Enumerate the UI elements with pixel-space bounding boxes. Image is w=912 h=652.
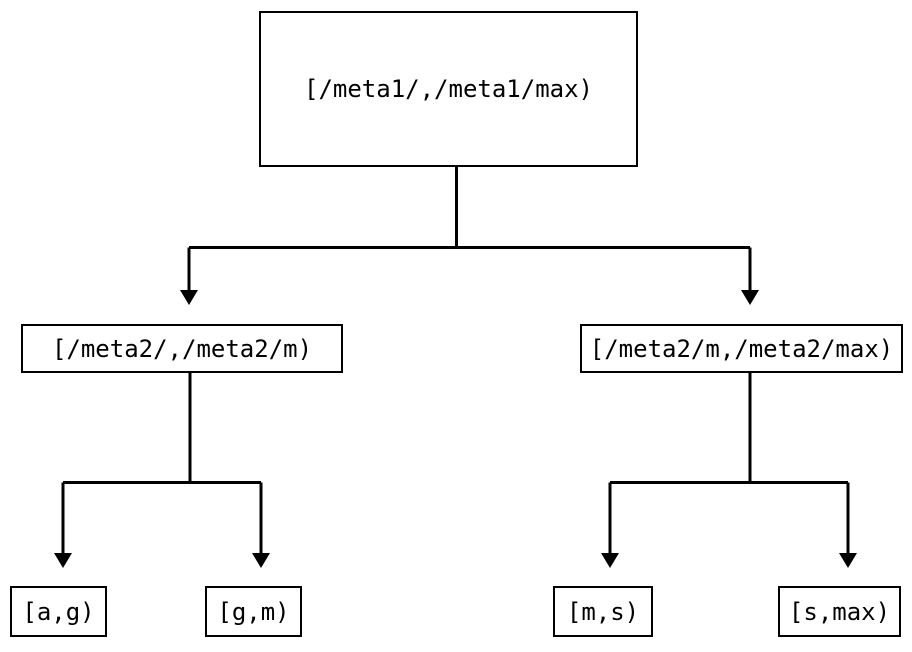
edge-root-to-mid-group	[180, 167, 759, 305]
edge-mid-right-to-leaves-group	[601, 373, 857, 568]
arrowhead-leaf-g-m-icon	[252, 553, 270, 568]
tree-node-leaf-m-s-label: [m,s)	[566, 597, 640, 626]
tree-node-leaf-a-g[interactable]: [a,g)	[10, 586, 107, 637]
tree-node-root[interactable]: [/meta1/,/meta1/max)	[259, 11, 638, 167]
arrowhead-leaf-a-g-icon	[54, 553, 72, 568]
edge-mid-left-to-leaves-group	[54, 373, 270, 568]
arrowhead-leaf-s-max-icon	[839, 553, 857, 568]
arrowhead-leaf-m-s-icon	[601, 553, 619, 568]
tree-node-mid-right-label: [/meta2/m,/meta2/max)	[589, 334, 894, 363]
tree-node-mid-left[interactable]: [/meta2/,/meta2/m)	[21, 324, 343, 373]
tree-node-mid-right[interactable]: [/meta2/m,/meta2/max)	[580, 324, 903, 373]
tree-node-leaf-m-s[interactable]: [m,s)	[553, 586, 653, 637]
tree-node-leaf-a-g-label: [a,g)	[22, 597, 95, 626]
tree-node-leaf-s-max-label: [s,max)	[788, 597, 891, 626]
tree-node-leaf-g-m[interactable]: [g,m)	[205, 586, 302, 637]
tree-node-leaf-g-m-label: [g,m)	[217, 597, 290, 626]
tree-node-mid-left-label: [/meta2/,/meta2/m)	[51, 334, 313, 363]
tree-node-root-label: [/meta1/,/meta1/max)	[304, 75, 593, 103]
tree-node-leaf-s-max[interactable]: [s,max)	[778, 586, 901, 637]
arrowhead-mid-left-icon	[180, 290, 198, 305]
arrowhead-mid-right-icon	[741, 290, 759, 305]
